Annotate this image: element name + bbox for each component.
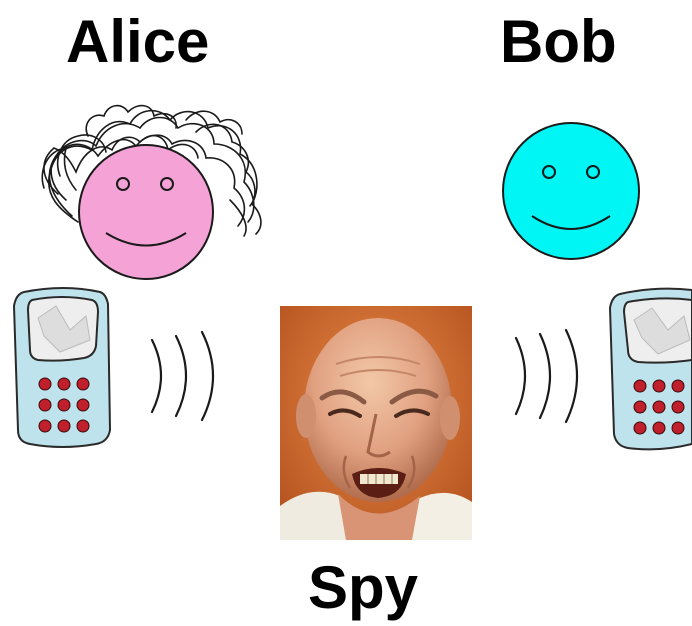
alice-phone-icon	[12, 287, 112, 448]
signal-right-icon	[514, 328, 579, 424]
bob-phone-icon	[608, 287, 692, 451]
bob-face-icon	[502, 122, 640, 260]
angry-man-photo-icon	[280, 306, 472, 540]
bob-label: Bob	[500, 8, 617, 75]
alice-label: Alice	[66, 8, 210, 75]
spy-photo	[280, 306, 472, 540]
signal-left-icon	[150, 330, 215, 422]
spy-label: Spy	[308, 554, 419, 621]
alice-face-icon	[78, 144, 214, 280]
